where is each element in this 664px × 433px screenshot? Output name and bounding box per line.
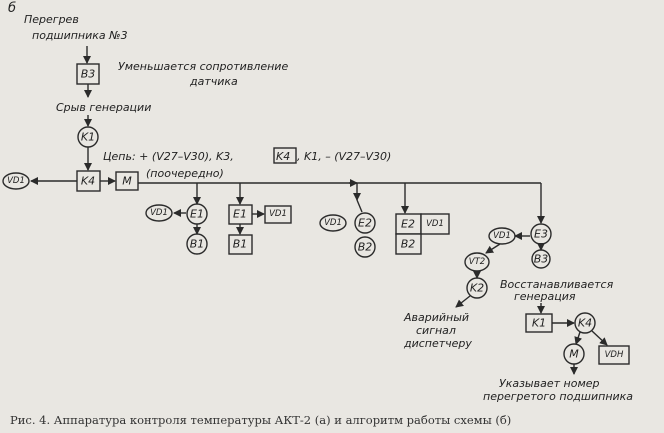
m-box: M (115, 171, 139, 191)
svg-text:M: M (569, 348, 579, 361)
k1-circle: K1 (77, 126, 99, 148)
event-line2: подшипника №3 (32, 29, 128, 42)
svg-text:VD1: VD1 (426, 219, 444, 229)
b3-note-line2: датчика (189, 75, 238, 88)
svg-text:B2: B2 (358, 241, 373, 254)
line-to-e2 (356, 199, 363, 213)
indicates-line2: перегретого подшипника (483, 390, 633, 403)
recovery-line2: генерация (514, 290, 576, 303)
svg-text:VD1: VD1 (493, 231, 511, 241)
b3-note-line1: Уменьшается сопротивление (118, 60, 288, 73)
svg-text:M: M (122, 175, 132, 188)
k4-box: K4 (76, 170, 101, 192)
e1-box: E1 (228, 204, 253, 225)
sequential-note: (поочередно) (146, 167, 224, 180)
vd1-b1: VD1 (145, 204, 173, 222)
svg-text:B1: B1 (190, 238, 205, 251)
arrow-k4-to-m (574, 331, 583, 345)
m-circle: M (563, 343, 585, 365)
b3-circle: B3 (531, 249, 551, 269)
svg-text:B2: B2 (401, 238, 416, 251)
svg-text:E1: E1 (233, 208, 247, 221)
e2-box: E2 (395, 213, 422, 235)
svg-text:VD1: VD1 (7, 176, 25, 186)
svg-text:K4: K4 (81, 175, 95, 188)
svg-text:VDH: VDH (605, 350, 624, 360)
alarm-line2: сигнал (416, 324, 456, 337)
recovery-line1: Восстанавливается (500, 278, 614, 291)
circuit-k4-label: K4 (276, 150, 290, 163)
svg-text:K1: K1 (532, 317, 546, 330)
k4-circle: K4 (574, 312, 596, 334)
circuit-k4-box (273, 147, 297, 164)
e1-circle: E1 (186, 203, 208, 225)
svg-text:VT2: VT2 (469, 257, 485, 267)
svg-text:K4: K4 (578, 317, 592, 330)
e3-circle: E3 (530, 223, 552, 245)
vt2-circle: VT2 (464, 252, 490, 272)
k1-label: K1 (81, 131, 95, 144)
circuit-suffix: , K1, – (V27–V30) (297, 150, 391, 163)
vd1-b5: VD1 (488, 227, 516, 245)
panel-letter: б (8, 1, 16, 16)
k2-circle: K2 (466, 277, 488, 299)
vd1-box-b4: VD1 (420, 213, 450, 235)
svg-text:B3: B3 (534, 253, 549, 266)
svg-text:B1: B1 (233, 238, 248, 251)
b3-box: B3 (76, 63, 100, 85)
b3-label: B3 (81, 68, 96, 81)
svg-text:E2: E2 (401, 218, 415, 231)
generation-failure-text: Срыв генерации (56, 101, 151, 114)
indicates-line1: Указывает номер (499, 377, 600, 390)
vd1-b3: VD1 (319, 214, 347, 232)
svg-text:VD1: VD1 (150, 208, 168, 218)
svg-text:E1: E1 (190, 208, 204, 221)
vd1-left: VD1 (2, 172, 30, 190)
b1-box: B1 (228, 234, 253, 255)
figure-caption: Рис. 4. Аппаратура контроля температуры … (10, 413, 511, 427)
svg-text:VD1: VD1 (324, 218, 342, 228)
alarm-line3: диспетчеру (403, 337, 472, 350)
circuit-prefix: Цепь: + (V27–V30), K3, (103, 150, 234, 163)
event-line1: Перегрев (24, 13, 79, 26)
svg-text:E2: E2 (358, 217, 372, 230)
b2-box: B2 (395, 233, 422, 255)
arrow-k2-to-alarm (455, 295, 471, 308)
vdh-box: VDH (598, 345, 630, 365)
e2-circle: E2 (354, 212, 376, 234)
b2-circle: B2 (354, 236, 376, 258)
svg-text:E3: E3 (534, 228, 548, 241)
alarm-line1: Аварийный (403, 311, 469, 324)
b1-circle: B1 (186, 233, 208, 255)
svg-text:VD1: VD1 (269, 209, 287, 219)
arrow-vd1-to-vt2 (485, 243, 501, 254)
k1-box: K1 (525, 313, 553, 333)
vd1-box-b2: VD1 (264, 205, 292, 224)
svg-text:K2: K2 (470, 282, 484, 295)
arrow-k4-to-vdh (591, 330, 608, 346)
